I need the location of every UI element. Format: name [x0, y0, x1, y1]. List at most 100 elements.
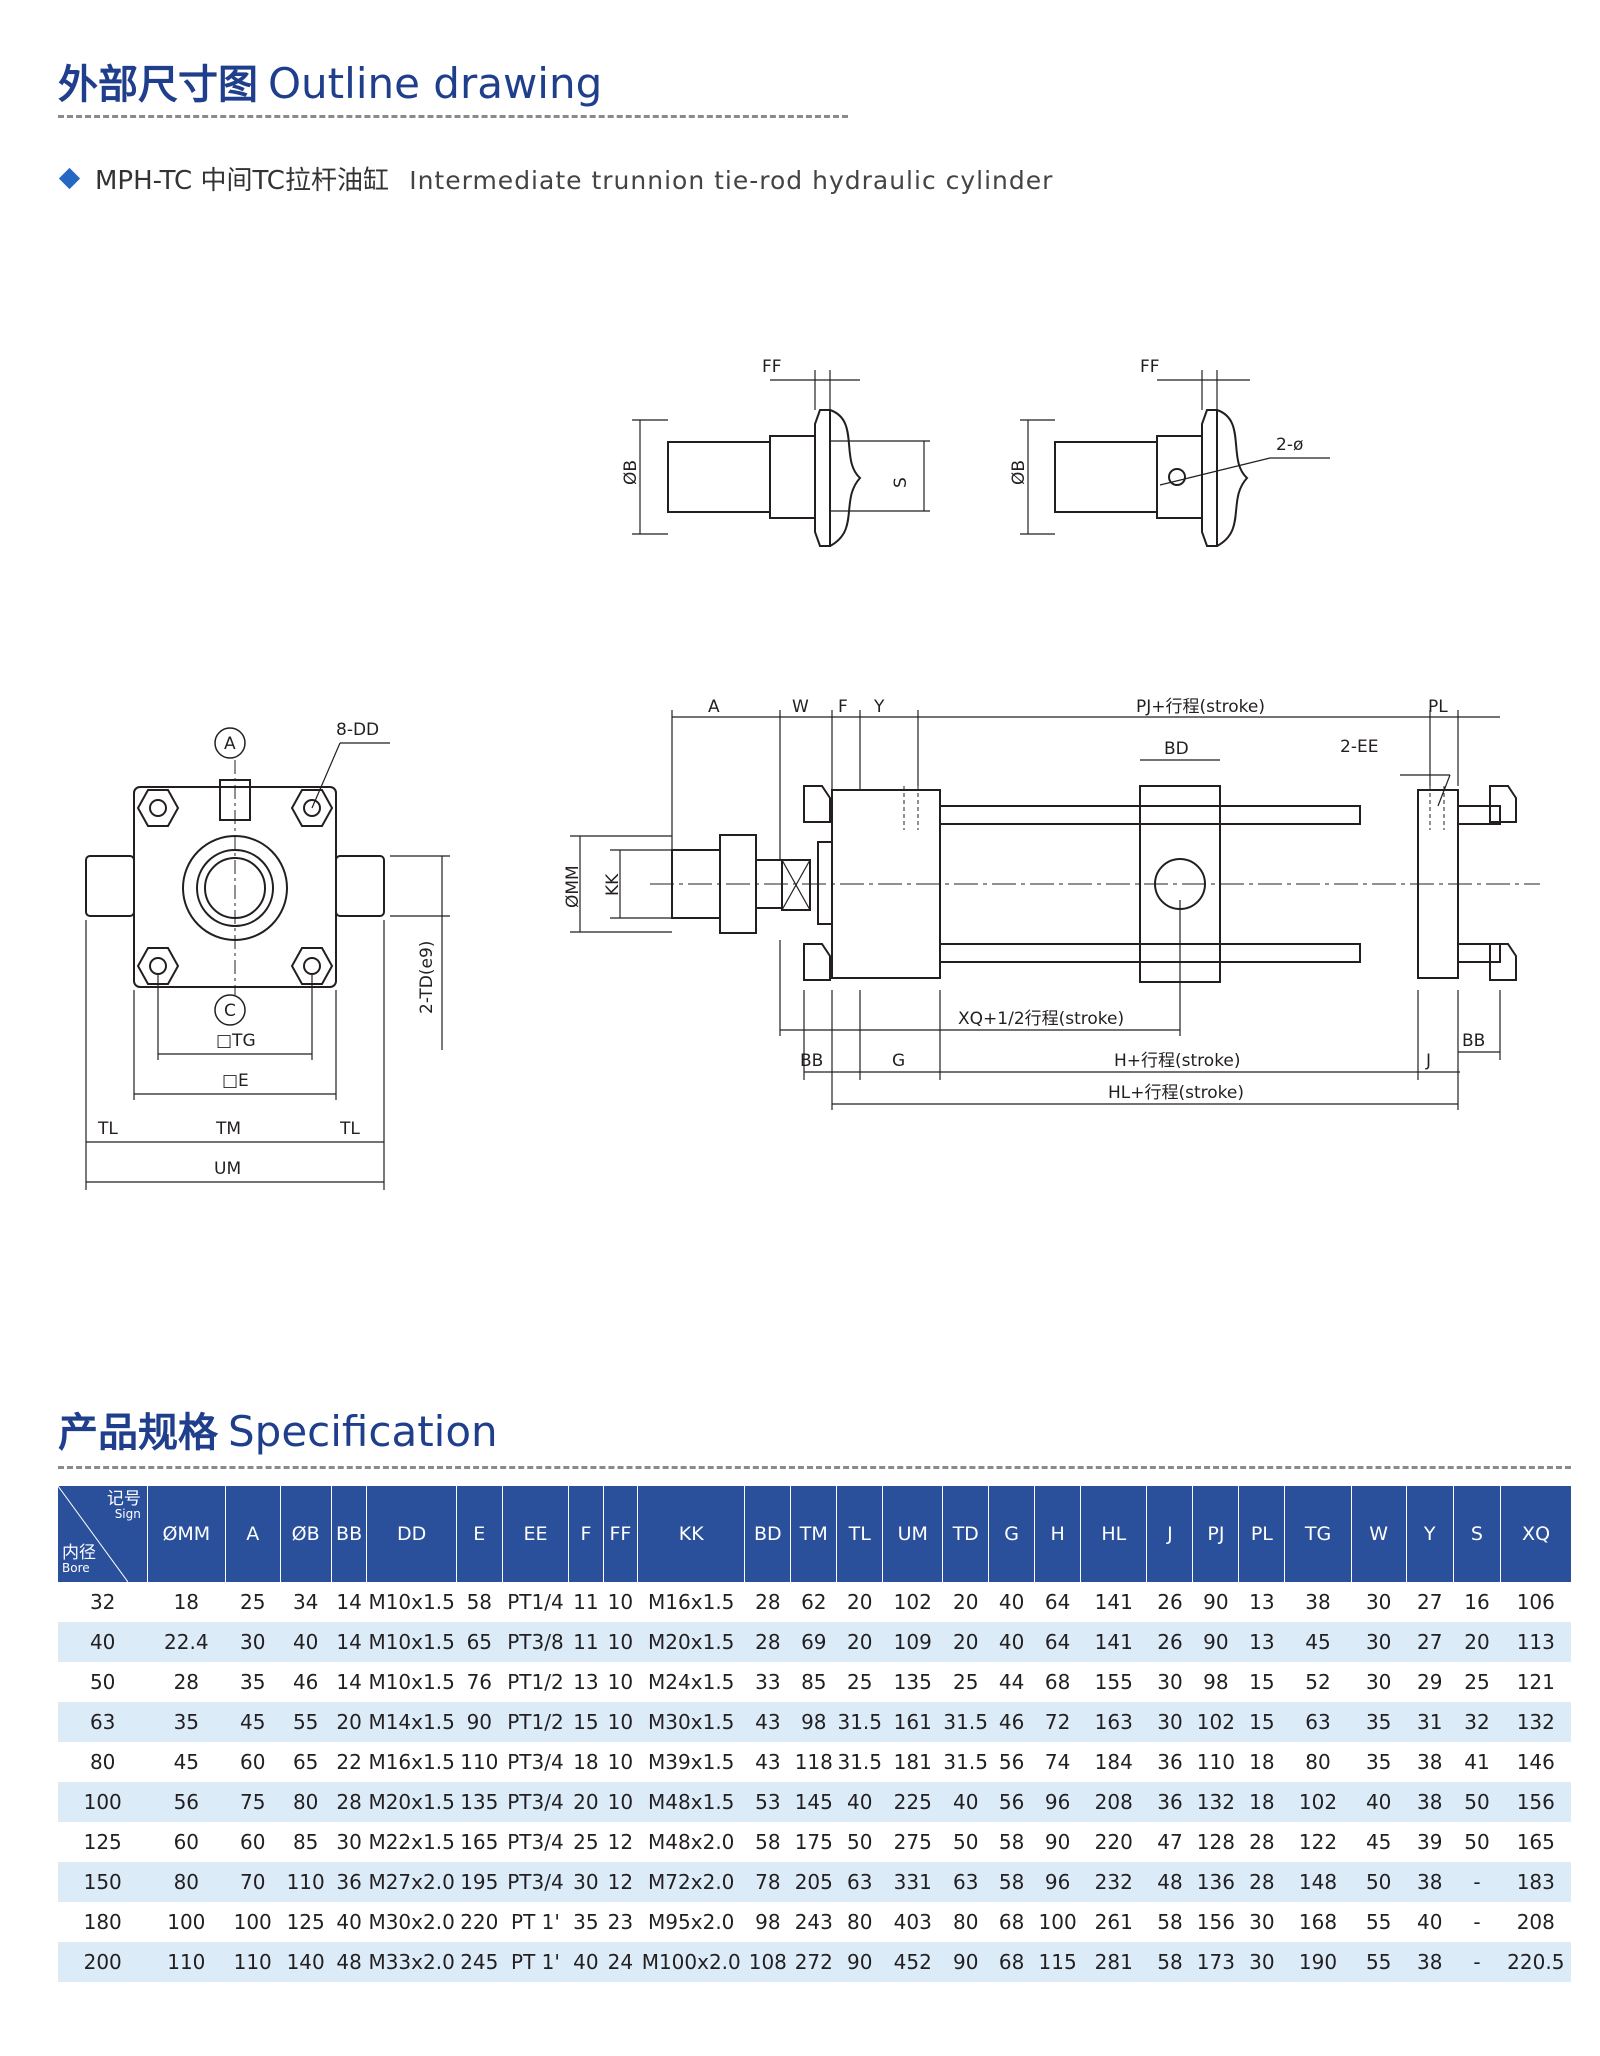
table-cell: 98 [1203, 1670, 1229, 1694]
model-name-cn: 中间TC拉杆油缸 [200, 166, 389, 196]
table-cell: 26 [1146, 1622, 1193, 1662]
table-cell: 65 [456, 1622, 503, 1662]
table-cell: PT3/4 [502, 1862, 569, 1902]
table-cell: 22 [336, 1750, 362, 1774]
label-tg: □TG [216, 1031, 256, 1051]
table-cell: 60 [239, 1750, 266, 1774]
table-cell: M72x2.0 [637, 1862, 745, 1902]
table-cell: 90 [942, 1942, 989, 1982]
table-cell: 96 [1034, 1862, 1081, 1902]
table-cell: 156 [1500, 1782, 1571, 1822]
table-cell: 208 [1080, 1782, 1147, 1822]
table-cell: 56 [998, 1750, 1025, 1774]
table-cell: 121 [1516, 1670, 1555, 1694]
table-cell: 35 [239, 1670, 266, 1694]
table-cell: 30 [1365, 1670, 1392, 1694]
table-cell: 205 [790, 1862, 837, 1902]
table-cell: 31.5 [943, 1750, 988, 1774]
table-cell: PT3/4 [507, 1830, 564, 1854]
table-cell: 28 [173, 1670, 200, 1694]
table-cell: 38 [1417, 1750, 1443, 1774]
table-cell: 40 [998, 1590, 1025, 1614]
bore-cell: 100 [58, 1782, 148, 1822]
side-view [570, 710, 1540, 1110]
table-cell: M20x1.5 [637, 1622, 745, 1662]
table-cell: 145 [790, 1782, 837, 1822]
table-cell: 90 [836, 1942, 883, 1982]
table-cell: 220.5 [1500, 1942, 1571, 1982]
table-cell: 70 [225, 1862, 281, 1902]
table-cell: 30 [1157, 1670, 1183, 1694]
table-cell: 190 [1284, 1942, 1352, 1982]
table-cell: 106 [1516, 1590, 1555, 1614]
label-kk: KK [603, 873, 623, 896]
table-cell: 76 [466, 1670, 493, 1694]
end-view [85, 727, 450, 1190]
label-tl-left: TL [97, 1119, 118, 1139]
table-cell: 14 [331, 1622, 367, 1662]
table-cell: 55 [1365, 1910, 1392, 1934]
table-cell: 31.5 [836, 1702, 883, 1742]
table-cell: 60 [239, 1830, 266, 1854]
table-cell: 195 [456, 1862, 503, 1902]
table-cell: M33x2.0 [366, 1942, 457, 1982]
bore-cell: 40 [58, 1622, 148, 1662]
table-cell: 31 [1406, 1702, 1454, 1742]
table-cell: PT3/8 [502, 1622, 569, 1662]
table-cell: M48x2.0 [648, 1830, 735, 1854]
label-s: S [891, 477, 911, 488]
table-cell: 69 [790, 1622, 837, 1662]
label-b-1: ØB [621, 460, 641, 485]
table-cell: 65 [292, 1750, 319, 1774]
table-cell: 30 [225, 1622, 281, 1662]
label-j: J [1425, 1051, 1431, 1071]
table-cell: 68 [998, 1910, 1025, 1934]
column-header: ØMM [146, 1486, 226, 1582]
table-cell: 44 [998, 1670, 1025, 1694]
column-header: S [1452, 1486, 1501, 1582]
table-cell: 30 [1351, 1622, 1407, 1662]
table-cell: M16x1.5 [368, 1750, 455, 1774]
table-cell: 163 [1080, 1702, 1147, 1742]
table-cell: M24x1.5 [648, 1670, 735, 1694]
table-cell: 20 [847, 1590, 873, 1614]
table-cell: 220 [1094, 1830, 1133, 1854]
spec-divider [58, 1466, 1571, 1469]
table-cell: 175 [794, 1830, 833, 1854]
table-cell: 20 [331, 1702, 367, 1742]
table-cell: 45 [173, 1750, 200, 1774]
table-cell: 55 [1351, 1942, 1407, 1982]
table-cell: 168 [1298, 1910, 1338, 1934]
table-cell: 85 [292, 1830, 319, 1854]
corner-bore-en: Bore [62, 1561, 90, 1575]
label-xq: XQ+1/2行程(stroke) [958, 1009, 1124, 1029]
table-cell: 208 [1516, 1910, 1555, 1934]
column-header: G [988, 1486, 1035, 1582]
table-cell: 74 [1044, 1750, 1071, 1774]
table-cell: 80 [280, 1782, 332, 1822]
table-cell: 80 [147, 1862, 226, 1902]
table-cell: 40 [988, 1622, 1035, 1662]
bore-cell: 200 [58, 1942, 148, 1982]
column-header: TG [1284, 1486, 1352, 1582]
table-cell: 30 [1146, 1702, 1193, 1742]
table-cell: 45 [225, 1702, 281, 1742]
table-cell: 48 [1146, 1862, 1193, 1902]
table-cell: 58 [466, 1590, 493, 1614]
table-cell: 78 [744, 1862, 791, 1902]
table-cell: M10x1.5 [368, 1670, 455, 1694]
table-cell: 140 [280, 1942, 332, 1982]
table-cell: 181 [893, 1750, 932, 1774]
table-cell: 90 [1044, 1830, 1071, 1854]
table-cell: 243 [794, 1910, 833, 1934]
table-cell: 24 [603, 1942, 638, 1982]
table-cell: 15 [568, 1702, 604, 1742]
table-cell: M30x2.0 [368, 1910, 455, 1934]
